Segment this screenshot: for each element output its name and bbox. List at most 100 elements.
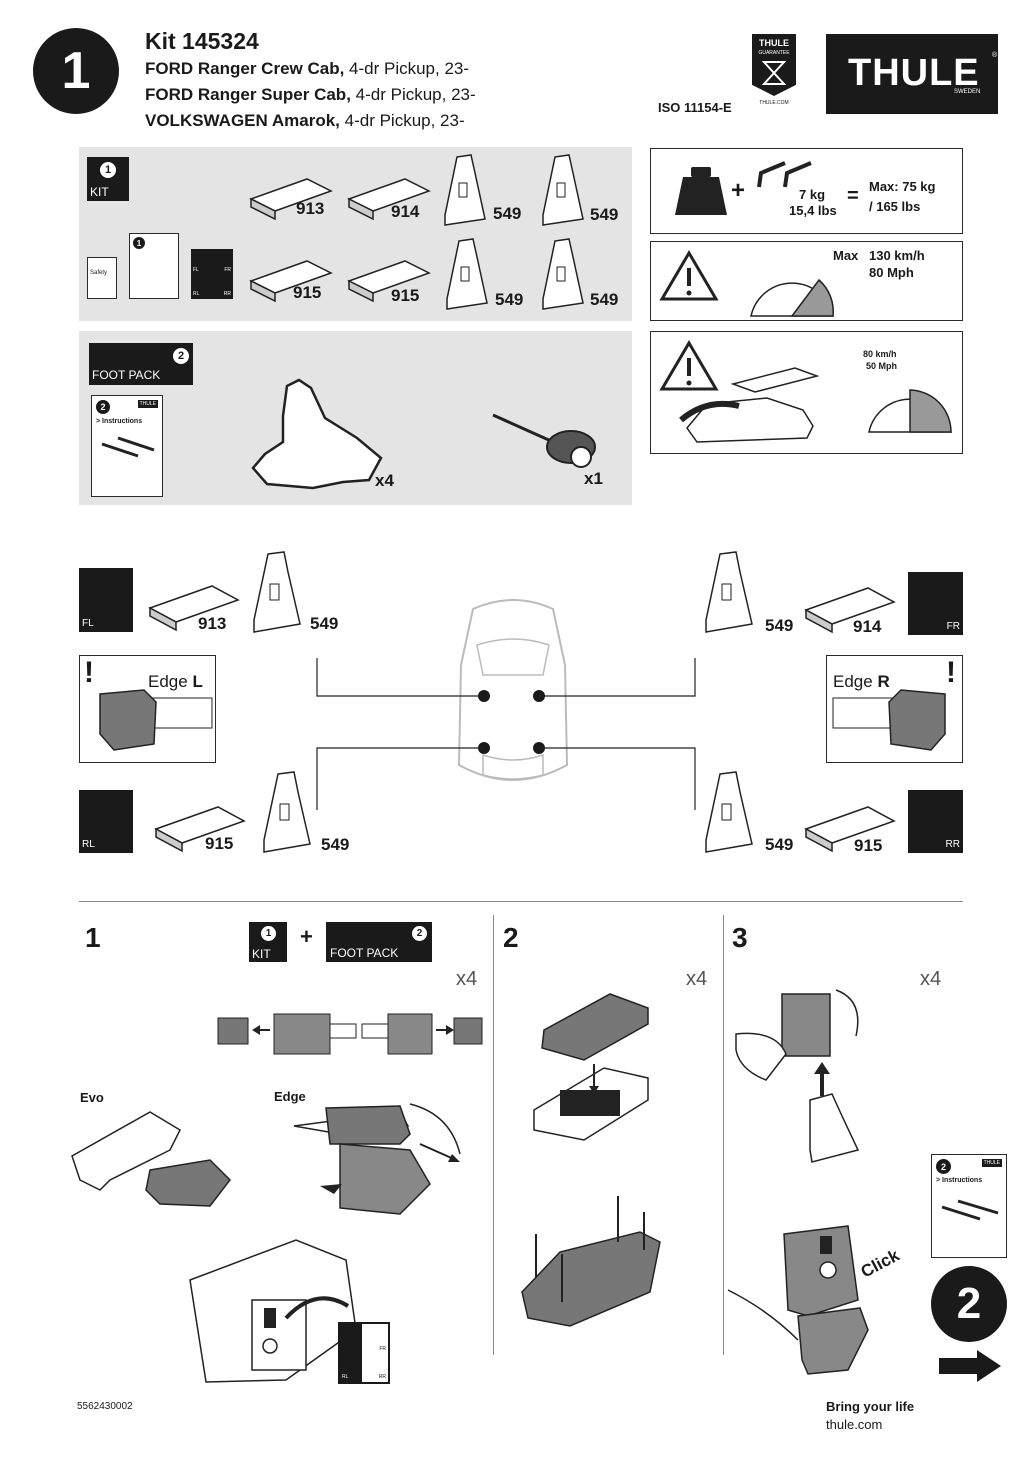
thule-logo-text: THULE [848,52,980,94]
kit-contents-panel: 1 KIT Safety 1 FL FR RL RR 913 914 549 5… [79,147,632,321]
step-2-count: x4 [686,968,708,990]
corner-rr-icon: RR [908,790,963,853]
step-1-kit-badge: 1 KIT [249,922,287,962]
torque-tool-icon [492,413,596,468]
max-load: Max: 75 kg [869,179,936,194]
part-number: 549 [321,835,350,854]
part-number: 549 [590,205,619,224]
vehicle-line: FORD Ranger Crew Cab, 4-dr Pickup, 23- [145,59,470,78]
pad-part-icon [347,260,431,303]
step-1-plus: + [300,924,313,949]
pad-insertion-illustration [533,993,649,1141]
car-with-load-icon [679,367,820,443]
next-step-badge: 2 [931,1266,1007,1342]
corner-fr-icon: FR [908,572,963,635]
part-number: 915 [391,286,420,305]
foot-bracket-icon [705,551,753,633]
speed-kmh: 130 km/h [869,248,925,263]
step-2-number: 2 [503,922,519,953]
safety-label: Safety [90,270,108,276]
evo-foot-illustration [71,1111,231,1207]
foot-pack-foot-icon [251,378,383,490]
foot-bracket-icon [253,551,301,633]
edge-foot-icon [99,689,213,751]
part-number: 913 [296,199,325,218]
pad-part-icon [804,806,896,853]
edge-foot-illustration [293,1103,461,1215]
roof-bar-icon [101,436,155,458]
foot-bracket-icon [542,154,584,226]
foot-pack-panel: FOOT PACK 2 2 THULE > Instructions x4 x1 [79,331,632,505]
foot-bracket-icon [263,771,311,853]
foot-pack-badge: FOOT PACK 2 [89,343,193,385]
pad-part-icon [804,587,896,634]
column-divider [493,915,494,1355]
car-top-view [457,599,569,781]
vehicle-line: VOLKSWAGEN Amarok, 4-dr Pickup, 23- [145,111,465,130]
bracket-click-illustration [727,1225,869,1375]
kit-box-label: KIT [90,185,109,199]
guarantee-bottom: THULE.COM [759,100,789,106]
guarantee-top: THULE [759,38,789,48]
next-instructions-sheet: 2 THULE > Instructions [931,1154,1007,1258]
roof-bar-icon [757,161,812,188]
warning-icon [659,340,719,391]
document-number: 5562430002 [77,1401,133,1412]
page-step-badge: 1 [33,28,119,114]
kit-box-badge: 1 KIT [87,157,129,201]
safety-document: Safety [87,257,117,299]
footer-slogan: Bring your life [826,1399,915,1414]
tool-count: x1 [584,469,603,488]
roof-bar-icon [941,1199,999,1221]
wind-mph: 50 Mph [866,361,898,371]
speed-limit-box: Max 130 km/h 80 Mph [650,241,963,321]
iso-label: ISO 11154-E [658,100,732,115]
bar-weight: 7 kg [799,187,826,202]
load-capacity-box: + 7 kg 15,4 lbs = Max: 75 kg / 165 lbs [650,148,963,234]
bracket-insertion-illustration [735,989,860,1163]
foot-bracket-icon [705,771,753,853]
foot-bracket-icon [444,154,486,226]
weight-icon [675,167,727,215]
kit-title: Kit 145324 [145,28,259,54]
thule-logo: THULE SWEDEN ® [826,34,998,114]
edge-left-label: Edge L [148,672,203,691]
foot-disassembly-illustration [217,1013,483,1055]
wind-warning-box: 80 km/h 50 Mph [650,331,963,454]
instructions-sheet: 2 THULE > Instructions [91,395,163,497]
kit-header: Kit 145324 FORD Ranger Crew Cab, 4-dr Pi… [145,26,476,134]
warning-icon [659,250,719,301]
speed-max-label: Max [833,248,859,263]
max-load-lbs: / 165 lbs [869,199,921,214]
car-corner-sheet: FL FR RL RR [191,249,233,299]
vehicle-line: FORD Ranger Super Cab, 4-dr Pickup, 23- [145,85,476,104]
pad-press-illustration [521,1196,661,1327]
part-number: 549 [495,290,524,309]
part-number: 549 [765,835,794,854]
step-1-foot-badge: FOOT PACK 2 [326,922,432,962]
edge-foot-icon [832,689,946,751]
edge-right-box: ! Edge R [826,655,963,763]
speed-mph: 80 Mph [869,265,914,280]
next-arrow-icon [939,1350,1001,1382]
foot-bracket-icon [446,238,488,310]
footer-url: thule.com [826,1417,883,1432]
step-3-count: x4 [920,968,942,990]
hourglass-icon [761,61,787,85]
pad-part-icon [249,178,333,221]
foot-pack-label: FOOT PACK [92,368,161,382]
foot-positioning-illustration [189,1239,357,1383]
step-1-corner-icon: FR RL RR [338,1322,390,1384]
wind-kmh: 80 km/h [863,349,897,359]
guarantee-mid: GUARANTEE [758,50,790,56]
part-number: 913 [198,614,227,633]
part-number: 549 [765,616,794,635]
part-number: 549 [493,204,522,223]
parts-sheet: 1 [129,233,179,299]
part-number: 915 [205,834,234,853]
part-number: 914 [853,617,882,636]
corner-rl-icon: RL [79,790,133,853]
edge-left-box: ! Edge L [79,655,216,763]
guarantee-badge: THULE GUARANTEE THULE.COM [752,34,796,114]
step-1-number: 1 [85,922,101,953]
